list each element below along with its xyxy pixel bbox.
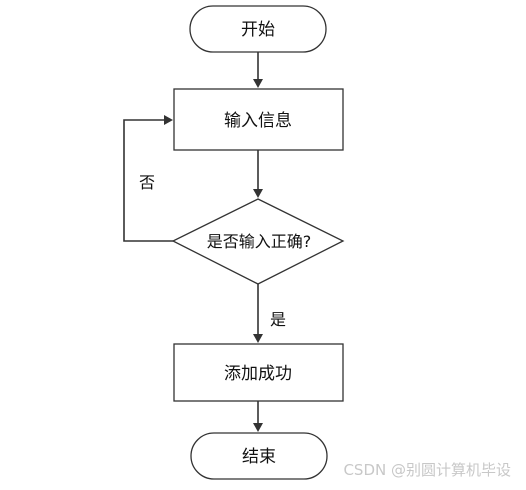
arrow-yes (253, 284, 263, 343)
no-label: 否 (139, 173, 155, 192)
arrow-input-to-decision (253, 150, 263, 198)
input-node: 输入信息 (173, 88, 344, 151)
arrow-success-to-end (253, 401, 263, 432)
start-label: 开始 (241, 20, 275, 40)
input-label: 输入信息 (224, 111, 292, 131)
success-node: 添加成功 (173, 343, 344, 402)
start-node: 开始 (189, 5, 327, 53)
arrow-no-loop (123, 115, 173, 242)
end-label: 结束 (242, 447, 276, 467)
decision-node: 是否输入正确? (171, 198, 345, 285)
watermark: CSDN @别圆计算机毕设 (343, 461, 511, 479)
decision-label: 是否输入正确? (207, 232, 312, 251)
arrow-start-to-input (253, 52, 263, 88)
end-node: 结束 (190, 432, 328, 480)
yes-label: 是 (270, 310, 286, 329)
success-label: 添加成功 (224, 364, 292, 384)
